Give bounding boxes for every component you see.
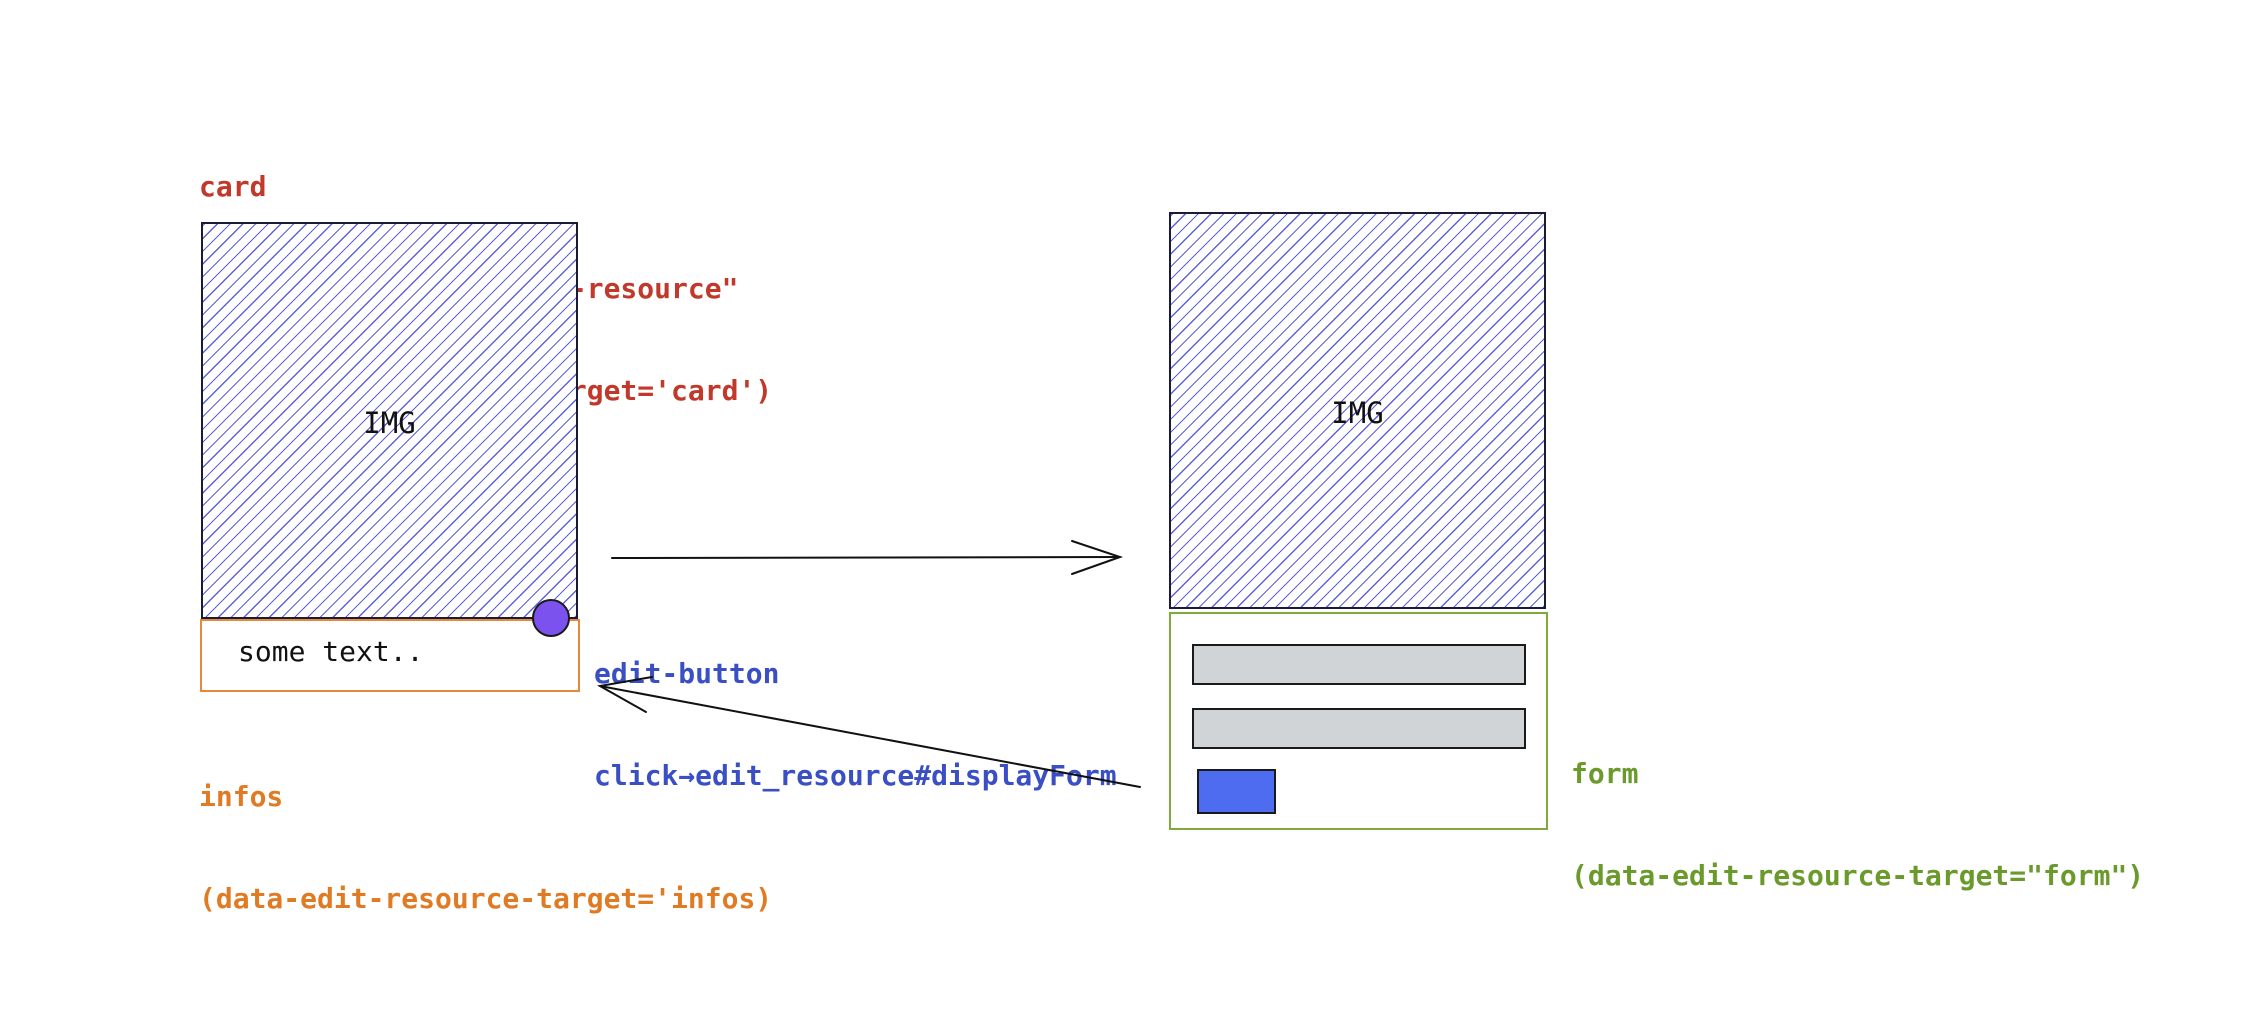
card-label-line-1: card	[199, 170, 267, 203]
infos-label-line-2: (data-edit-resource-target='infos)	[199, 882, 773, 915]
edit-button-label: edit-button click→edit_resource#displayF…	[594, 589, 1117, 827]
form-submit-button[interactable]	[1197, 769, 1276, 814]
form-label-line-2: (data-edit-resource-target="form")	[1571, 859, 2145, 892]
card-image-label: IMG	[363, 406, 416, 440]
right-card-image-label: IMG	[1331, 396, 1384, 430]
form-field-1[interactable]	[1192, 644, 1526, 685]
right-card-image: IMG	[1169, 212, 1546, 609]
form-label: form (data-edit-resource-target="form")	[1571, 689, 2144, 927]
edit-button-label-line-2: click→edit_resource#displayForm	[594, 759, 1117, 792]
form-field-2[interactable]	[1192, 708, 1526, 749]
edit-button[interactable]	[532, 599, 570, 637]
card-image: IMG	[201, 222, 578, 619]
arrow-back-to-infos	[597, 676, 1141, 788]
infos-label-line-1: infos	[199, 780, 284, 813]
arrow-to-form	[611, 540, 1124, 575]
infos-text: some text..	[238, 635, 424, 668]
form-box	[1169, 612, 1548, 830]
infos-box: some text..	[200, 619, 580, 692]
infos-label: infos (data-edit-resource-target='infos)	[199, 712, 772, 950]
form-label-line-1: form	[1571, 757, 1639, 790]
edit-button-label-line-1: edit-button	[594, 657, 780, 690]
